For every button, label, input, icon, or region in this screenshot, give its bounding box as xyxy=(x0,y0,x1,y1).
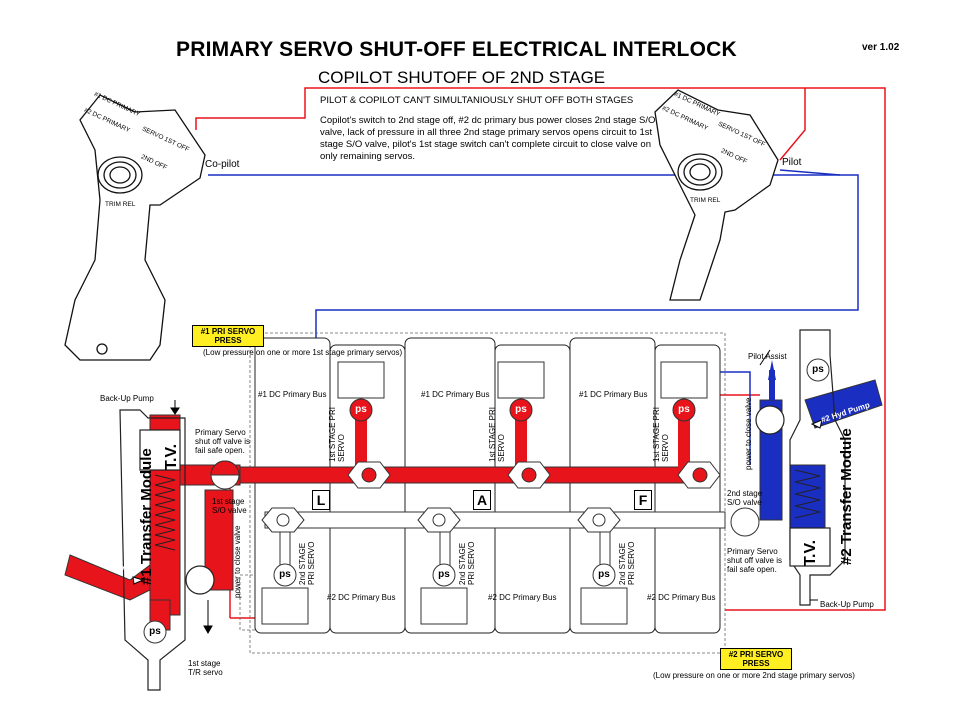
dc1-bus-label-f: #1 DC Primary Bus xyxy=(579,390,648,399)
ps-stage1-f: ps xyxy=(678,404,690,415)
pri2-note: (Low pressure on one or more 2nd stage p… xyxy=(653,671,855,680)
stage1-pressure-switches xyxy=(337,361,708,422)
stage1-valve-label: 1st stage S/O valve xyxy=(212,497,247,515)
version-label: ver 1.02 xyxy=(862,42,900,53)
servo-letter-l: L xyxy=(312,490,330,510)
module2-label: #2 Transfer Module xyxy=(838,428,855,565)
stage2-servo-label-l: 2nd STAGE PRI SERVO xyxy=(298,541,316,585)
stage2-hydraulics xyxy=(759,360,883,531)
tr-servo-label: 1st stage T/R servo xyxy=(188,659,223,677)
servo-letter-a: A xyxy=(473,490,491,510)
servo-letter-f: F xyxy=(634,490,652,510)
stage2-valve-label: 2nd stage S/O valve xyxy=(727,489,763,507)
page-title: PRIMARY SERVO SHUT-OFF ELECTRICAL INTERL… xyxy=(176,38,737,61)
stage2-fittings xyxy=(261,507,760,537)
stage1-servo-label-a: 1st STAGE PRI SERVO xyxy=(488,407,506,462)
ps-stage2-f: ps xyxy=(598,569,610,580)
stage1-servo-label-f: 1st STAGE PRI SERVO xyxy=(652,407,670,462)
power-close-left-label: power to close valve xyxy=(233,525,242,598)
backup-pump-left-label: Back-Up Pump xyxy=(100,394,154,403)
stage1-servo-label-l: 1st STAGE PRI SERVO xyxy=(328,407,346,462)
pilot-label: Pilot xyxy=(782,157,802,168)
copilot-stick-icon xyxy=(64,94,206,361)
ps-stage1-l: ps xyxy=(355,404,367,415)
transfer-module-outlines xyxy=(119,329,846,691)
servo-bodies xyxy=(254,337,721,634)
stage2-servo-label-f: 2nd STAGE PRI SERVO xyxy=(618,541,636,585)
pri1-servo-press-box: #1 PRI SERVO PRESS xyxy=(192,325,264,347)
ps-stage2-a: ps xyxy=(438,569,450,580)
backup-pump-right-label: Back-Up Pump xyxy=(820,600,874,609)
tv-right-label: T.V. xyxy=(802,539,819,566)
interlock-note: PILOT & COPILOT CAN'T SIMULTANIOUSLY SHU… xyxy=(320,95,660,163)
stage1-fittings xyxy=(210,460,721,490)
page-subtitle: COPILOT SHUTOFF OF 2ND STAGE xyxy=(318,68,606,87)
note-heading: PILOT & COPILOT CAN'T SIMULTANIOUSLY SHU… xyxy=(320,95,634,106)
stage2-servo-label-a: 2nd STAGE PRI SERVO xyxy=(458,541,476,585)
ps-right-label: ps xyxy=(812,364,824,375)
dc1-bus-label-a: #1 DC Primary Bus xyxy=(421,390,490,399)
pilot-trim-label: TRIM REL xyxy=(690,197,721,204)
module1-label: #1 Transfer Module xyxy=(138,448,155,585)
power-close-right-label: power to close valve xyxy=(744,397,753,470)
pilot-assist-label: Pilot Assist xyxy=(748,352,787,361)
copilot-trim-label: TRIM REL xyxy=(105,201,136,208)
dc1-bus-label-l: #1 DC Primary Bus xyxy=(258,390,327,399)
pri2-servo-press-box: #2 PRI SERVO PRESS xyxy=(720,648,792,670)
spring-icons xyxy=(154,469,821,551)
pri1-note: (Low pressure on one or more 1st stage p… xyxy=(203,348,403,357)
right-valve-note: Primary Servo shut off valve is fail saf… xyxy=(727,547,782,574)
tv-left-label: T.V. xyxy=(163,443,180,470)
stage2-pressure-switches xyxy=(143,358,830,644)
flow-arrows xyxy=(132,349,823,635)
pilot-stick-icon xyxy=(654,89,779,301)
ps-stage1-a: ps xyxy=(515,404,527,415)
ps-stage2-l: ps xyxy=(279,569,291,580)
dc2-bus-label-l: #2 DC Primary Bus xyxy=(327,593,396,602)
dc2-bus-label-f: #2 DC Primary Bus xyxy=(647,593,716,602)
note-body: Copilot's switch to 2nd stage off, #2 dc… xyxy=(320,115,656,162)
left-valve-note: Primary Servo shut off valve is fail saf… xyxy=(195,428,250,455)
copilot-label: Co-pilot xyxy=(205,159,240,170)
dc2-bus-label-a: #2 DC Primary Bus xyxy=(488,593,557,602)
ps-left-label: ps xyxy=(149,626,161,637)
